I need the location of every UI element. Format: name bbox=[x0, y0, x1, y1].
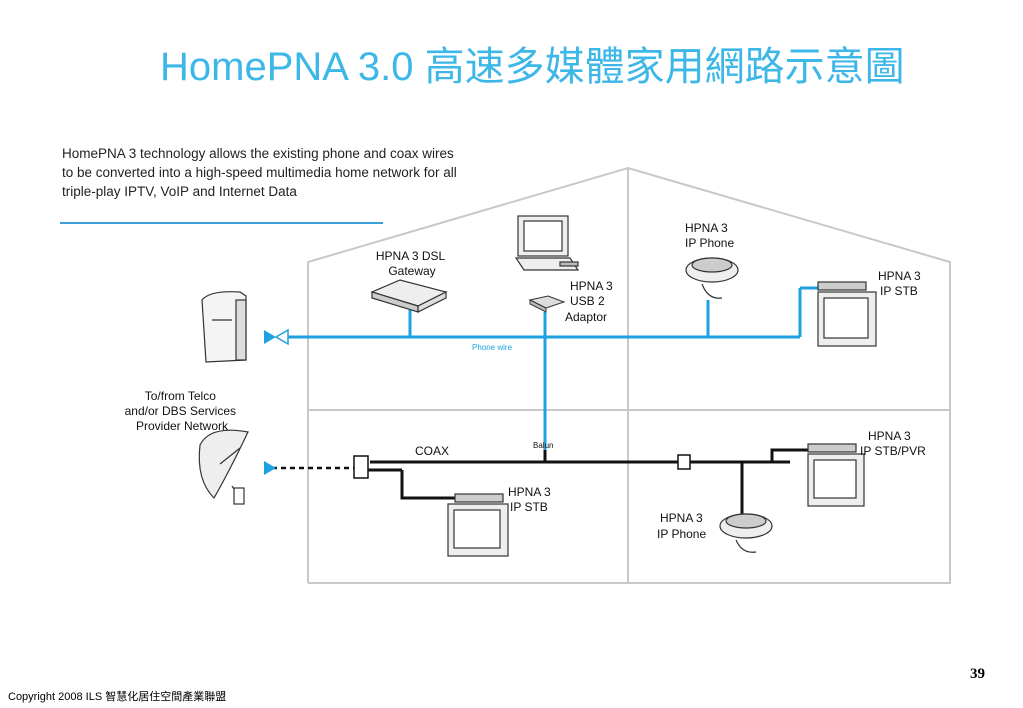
page-number: 39 bbox=[970, 666, 985, 682]
tv-stb-icon-bottom bbox=[447, 493, 509, 557]
phone-wire bbox=[278, 286, 818, 450]
tv-stb-pvr-icon bbox=[807, 443, 865, 507]
ip-phone-icon-top bbox=[685, 257, 739, 299]
intro-text: HomePNA 3 technology allows the existing… bbox=[62, 146, 457, 199]
label-usb-adaptor: HPNA 3 USB 2 Adaptor bbox=[565, 279, 616, 324]
telco-box-icon bbox=[201, 291, 247, 363]
slide-title: HomePNA 3.0 高速多媒體家用網路示意圖 bbox=[160, 45, 905, 89]
label-telco: To/from Telco and/or DBS Services Provid… bbox=[125, 389, 240, 433]
copyright-text: Copyright 2008 ILS 智慧化居住空間產業聯盟 bbox=[8, 691, 227, 703]
dsl-gateway-icon bbox=[370, 279, 448, 313]
intro-rule bbox=[60, 222, 383, 224]
usb-adaptor-icon bbox=[528, 295, 566, 313]
tv-stb-icon-top bbox=[817, 281, 877, 347]
computer-icon bbox=[514, 215, 580, 271]
label-ip-stb-top: HPNA 3 IP STB bbox=[878, 269, 924, 298]
label-ip-phone-bottom: HPNA 3 IP Phone bbox=[657, 511, 706, 541]
label-ip-stb-pvr: HPNA 3 IP STB/PVR bbox=[860, 429, 926, 458]
ip-phone-icon-bottom bbox=[719, 513, 773, 553]
satellite-dish-icon bbox=[198, 429, 249, 505]
label-ip-phone-top: HPNA 3 IP Phone bbox=[685, 221, 734, 250]
label-balun: Balun bbox=[533, 441, 553, 450]
wall-jack-icon bbox=[264, 328, 289, 475]
label-dsl-gateway: HPNA 3 DSL Gateway bbox=[376, 249, 448, 278]
coax-wire bbox=[366, 448, 808, 520]
house-outline bbox=[307, 166, 951, 584]
coax-splitter bbox=[353, 454, 691, 479]
label-coax: COAX bbox=[415, 444, 449, 458]
label-ip-stb-bottom: HPNA 3 IP STB bbox=[508, 485, 554, 514]
label-phone-wire: Phone wire bbox=[472, 343, 513, 352]
